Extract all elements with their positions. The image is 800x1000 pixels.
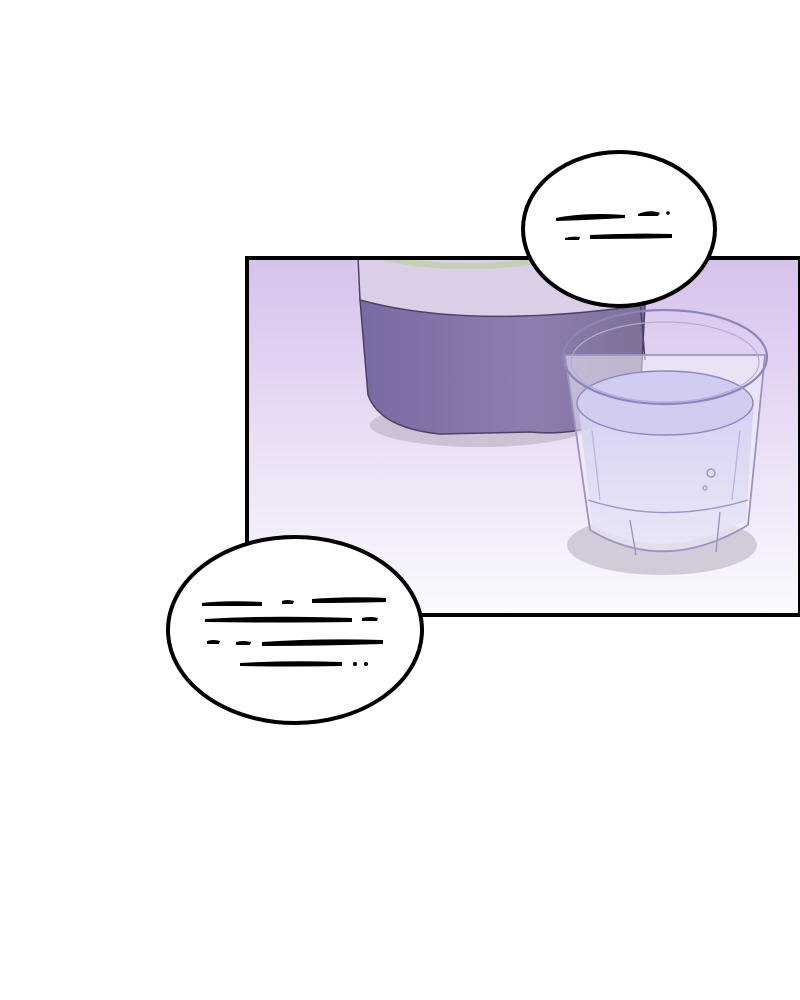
bubble-dot: [706, 468, 716, 478]
speech-bubble-top-shape: [521, 150, 717, 308]
glass-base-facets: [587, 499, 749, 556]
speech-bubble-bottom-scribble: [202, 597, 386, 667]
speech-bubble-bottom: [166, 535, 424, 725]
drinking-glass: [561, 308, 769, 575]
speech-bubble-bottom-shape: [166, 535, 424, 725]
glass-rim: [561, 308, 769, 406]
panel-border: [245, 256, 800, 617]
speech-bubble-top: [521, 150, 717, 308]
bottle-rim: [384, 258, 531, 270]
illustration-panel: [245, 256, 800, 617]
speech-bubble-top-scribble: [556, 211, 672, 240]
